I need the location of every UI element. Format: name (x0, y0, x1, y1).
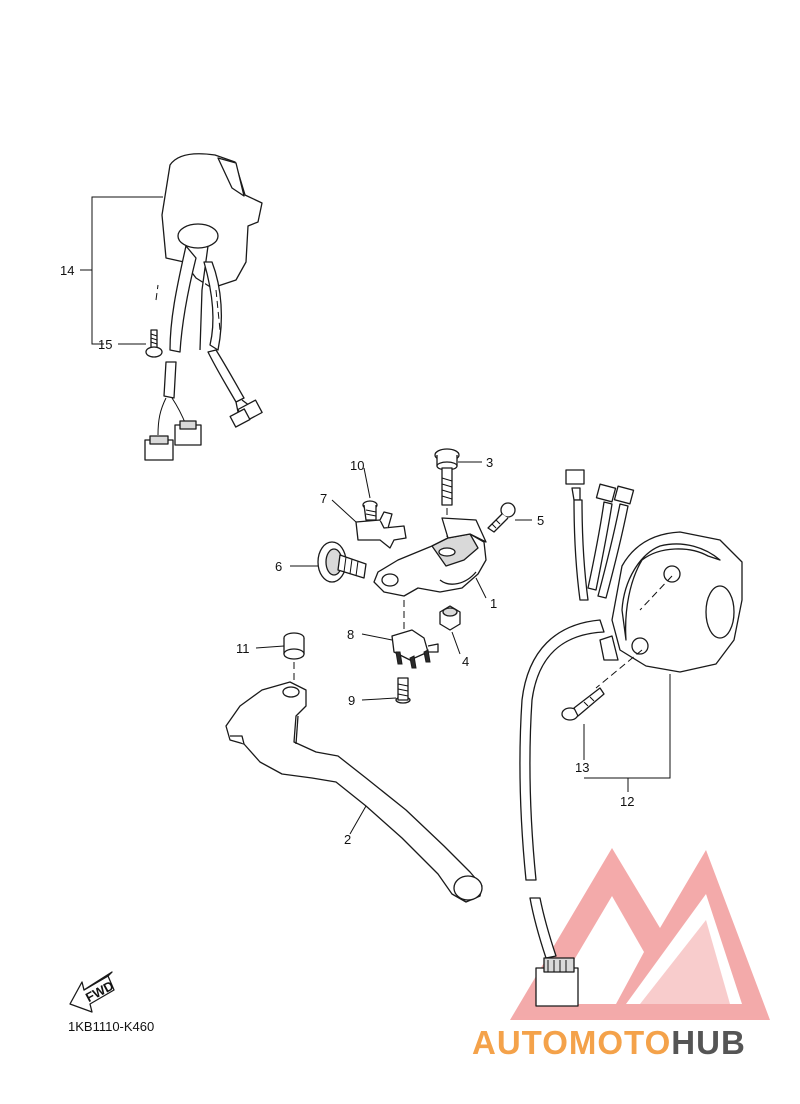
callout-8: 8 (347, 627, 354, 642)
bolt-3-icon (434, 448, 460, 506)
screw-10-icon (362, 500, 378, 521)
callout-3: 3 (486, 455, 493, 470)
callout-7: 7 (320, 491, 327, 506)
right-handlebar-switch (599, 531, 743, 673)
screw-9-icon (395, 677, 411, 704)
screw-15-icon (145, 329, 163, 358)
watermark-text: AUTOMOTOHUB (472, 1024, 746, 1061)
left-switch-wiring (144, 349, 263, 461)
left-handlebar-switch (161, 153, 263, 353)
callout-6: 6 (275, 559, 282, 574)
lever-holder-1 (373, 517, 487, 597)
reference-code: 1KB1110-K460 (68, 1019, 154, 1034)
fwd-arrow-icon: FWD (69, 971, 116, 1013)
callout-9: 9 (348, 693, 355, 708)
callout-12: 12 (620, 794, 634, 809)
callout-15: 15 (98, 337, 112, 352)
fwd-label: FWD (83, 978, 116, 1005)
callout-1: 1 (490, 596, 497, 611)
bracket-7-icon (355, 511, 407, 549)
watermark-text-part1: AUTOMOTO (472, 1024, 671, 1061)
watermark-text-part2: HUB (671, 1024, 746, 1061)
collar-11-icon (283, 632, 305, 660)
callout-4: 4 (462, 654, 469, 669)
callout-5: 5 (537, 513, 544, 528)
callout-13: 13 (575, 760, 589, 775)
screw-13-icon (561, 687, 605, 721)
callout-2: 2 (344, 832, 351, 847)
nut-4-icon (439, 605, 461, 631)
callout-14: 14 (60, 263, 74, 278)
bolt-5-icon (487, 502, 516, 533)
adjuster-6-icon (317, 541, 367, 583)
clutch-lever-2 (225, 681, 483, 903)
switch-8-icon (391, 629, 439, 669)
right-switch-wiring (519, 469, 635, 1007)
callout-11: 11 (236, 641, 250, 656)
callout-10: 10 (350, 458, 364, 473)
